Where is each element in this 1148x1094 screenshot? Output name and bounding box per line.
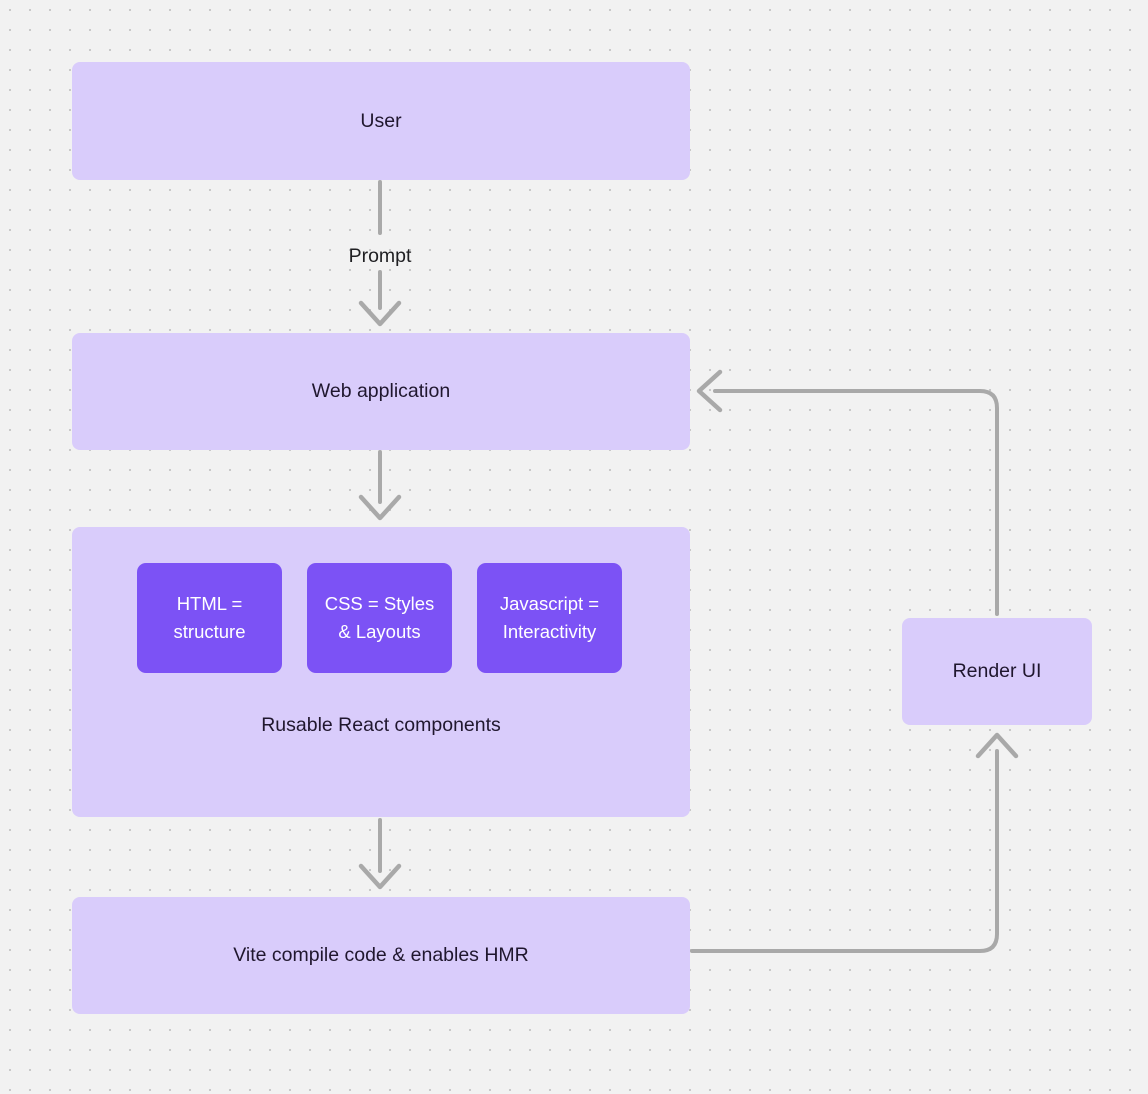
node-html[interactable]: HTML = structure (137, 563, 282, 673)
node-user-label: User (360, 109, 402, 132)
node-react-components-caption: Rusable React components (261, 714, 501, 736)
node-vite-label: Vite compile code & enables HMR (233, 944, 529, 967)
node-javascript-line1: Javascript = (499, 593, 600, 615)
node-javascript-line2: Interactivity (502, 621, 597, 642)
edge-components-to-vite (358, 818, 402, 890)
node-html-line2: structure (173, 621, 246, 642)
node-render-ui[interactable]: Render UI (902, 618, 1092, 725)
node-javascript[interactable]: Javascript = Interactivity (477, 563, 622, 673)
edge-webapp-to-components (358, 450, 402, 521)
node-web-application[interactable]: Web application (72, 333, 690, 450)
edge-user-to-webapp (358, 270, 402, 327)
node-css-line1: CSS = Styles (324, 593, 435, 615)
node-render-ui-label: Render UI (952, 660, 1042, 683)
edge-label-prompt: Prompt (348, 245, 412, 267)
edge-vite-to-render (690, 732, 1019, 953)
node-html-label: HTML = structure (174, 590, 246, 646)
node-web-application-label: Web application (311, 380, 451, 403)
node-css-line2: & Layouts (338, 621, 421, 642)
node-css-label: CSS = Styles & Layouts (325, 590, 435, 646)
node-user[interactable]: User (72, 62, 690, 180)
node-css[interactable]: CSS = Styles & Layouts (307, 563, 452, 673)
node-vite[interactable]: Vite compile code & enables HMR (72, 897, 690, 1014)
edge-render-to-webapp (696, 369, 999, 616)
node-javascript-label: Javascript = Interactivity (500, 590, 599, 646)
node-html-line1: HTML = (176, 593, 243, 615)
